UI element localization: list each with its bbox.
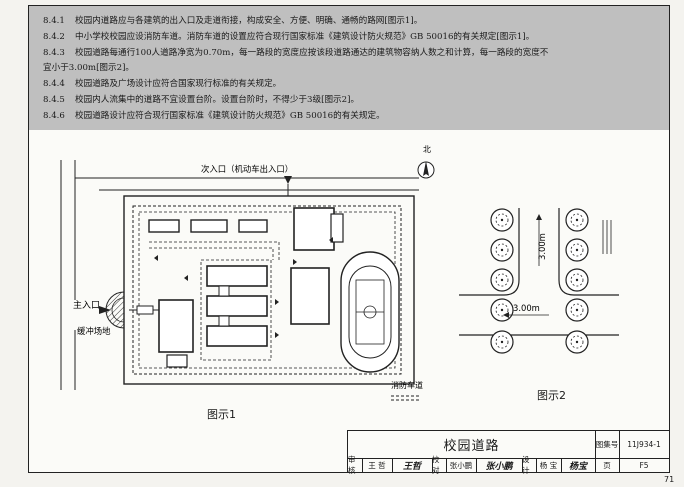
title-block: 校园道路 图集号 11J934-1 审核 王 哲 王哲 校对 张小鹏 张小鹏 设… — [347, 430, 670, 475]
main-entrance-arrow — [99, 306, 111, 314]
page-number: 71 — [664, 475, 675, 484]
teaching-building — [206, 295, 268, 317]
reviewer-signature: 王哲 — [392, 458, 433, 473]
building — [158, 299, 194, 353]
tree-row-west — [490, 208, 514, 354]
dimension-vertical-label: 3.00m — [537, 233, 547, 260]
fire-lane-legend-label: 消防车道 — [391, 380, 423, 390]
dimension-horizontal-label: 3.00m — [513, 303, 540, 313]
teaching-building — [206, 265, 268, 287]
secondary-entrance-label: 次入口（机动车出入口） — [201, 164, 293, 174]
tree-row-east — [565, 208, 589, 354]
figure1-site-plan: 次入口（机动车出入口） 主入口 缓冲场地 消防车道 — [60, 160, 423, 401]
site-boundary — [123, 195, 415, 385]
building — [238, 219, 268, 233]
sheet-page: F5 — [619, 458, 670, 473]
fire-lane-loop — [132, 205, 402, 375]
checker-name: 张小鹏 — [446, 458, 477, 473]
reviewer-name: 王 哲 — [362, 458, 393, 473]
figure2-caption: 图示2 — [537, 389, 566, 402]
check-label: 校对 — [432, 455, 447, 475]
building — [190, 219, 228, 233]
buffer-plaza-label: 缓冲场地 — [77, 326, 111, 336]
atlas-number: 11J934-1 — [619, 431, 670, 459]
figures-svg: 次入口（机动车出入口） 主入口 缓冲场地 消防车道 北 — [60, 145, 619, 401]
building — [148, 219, 180, 233]
teaching-building — [206, 325, 268, 347]
atlas-label: 图集号 — [595, 431, 620, 459]
review-label: 审核 — [348, 455, 363, 475]
designer-name: 杨 宝 — [536, 458, 562, 473]
gym-building — [290, 267, 330, 325]
figure1-caption: 图示1 — [207, 408, 236, 421]
main-entrance-label: 主入口 — [73, 299, 100, 311]
building — [293, 207, 335, 251]
drawing-title: 校园道路 — [348, 431, 596, 459]
figure2-road-detail: 北 — [417, 145, 619, 354]
designer-signature: 杨宝 — [561, 458, 596, 473]
checker-signature: 张小鹏 — [476, 458, 523, 473]
page-label: 页 — [595, 458, 620, 473]
rule-8-4-3-continued: 宜小于3.00m[图示2]。 — [43, 63, 135, 73]
secondary-entrance-marker — [284, 176, 292, 184]
north-label: 北 — [423, 145, 431, 154]
buffer-plaza — [105, 291, 125, 329]
design-label: 设计 — [522, 455, 537, 475]
